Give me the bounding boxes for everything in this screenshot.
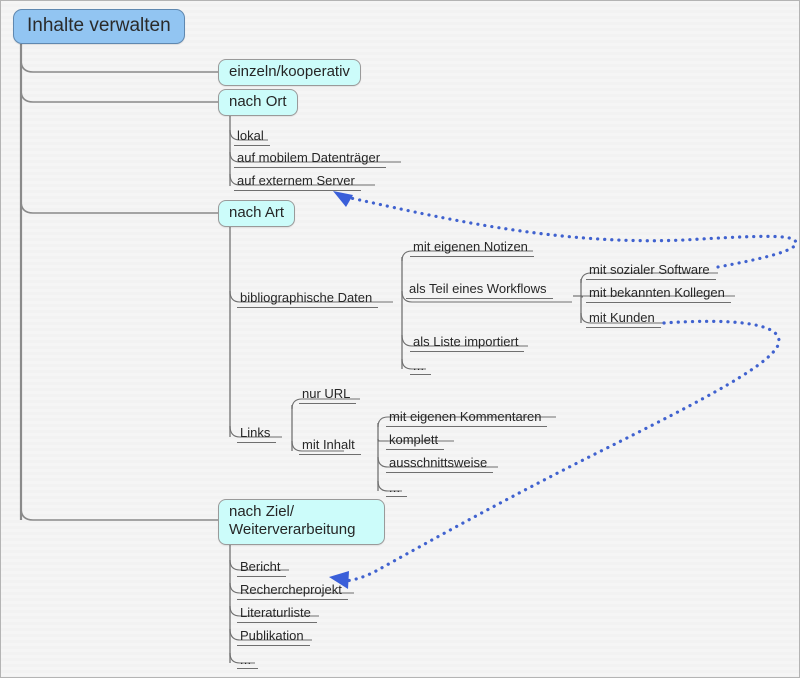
leaf-mit-eigenen-kommentaren[interactable]: mit eigenen Kommentaren bbox=[386, 409, 548, 427]
leaf-literaturliste[interactable]: Literaturliste bbox=[237, 605, 317, 623]
leaf-mit-bekannten-kollegen[interactable]: mit bekannten Kollegen bbox=[586, 285, 731, 303]
leaf-mit-sozialer-software[interactable]: mit sozialer Software bbox=[586, 262, 716, 280]
cross-link-software-to-server bbox=[333, 191, 798, 269]
leaf-als-liste-importiert[interactable]: als Liste importiert bbox=[410, 334, 525, 352]
leaf-lokal[interactable]: lokal bbox=[234, 128, 270, 146]
leaf-nach-ziel-ellipsis[interactable]: ... bbox=[237, 653, 258, 669]
leaf-mit-inhalt[interactable]: mit Inhalt bbox=[299, 437, 361, 455]
leaf-mit-eigenen-notizen[interactable]: mit eigenen Notizen bbox=[410, 239, 534, 257]
leaf-nur-url[interactable]: nur URL bbox=[299, 386, 357, 404]
leaf-links[interactable]: Links bbox=[237, 425, 277, 443]
leaf-rechercheprojekt[interactable]: Rechercheprojekt bbox=[237, 582, 348, 600]
leaf-bibliographische-daten[interactable]: bibliographische Daten bbox=[237, 290, 379, 308]
branch-nach-art[interactable]: nach Art bbox=[218, 200, 296, 228]
leaf-ausschnittsweise[interactable]: ausschnittsweise bbox=[386, 455, 494, 473]
leaf-komplett[interactable]: komplett bbox=[386, 432, 445, 450]
leaf-auf-mobilem-datentraeger[interactable]: auf mobilem Datenträger bbox=[234, 150, 387, 168]
branch-nach-ort[interactable]: nach Ort bbox=[218, 89, 298, 117]
leaf-als-teil-eines-workflows[interactable]: als Teil eines Workflows bbox=[406, 281, 553, 299]
leaf-mit-inhalt-ellipsis[interactable]: ... bbox=[386, 481, 407, 497]
leaf-bericht[interactable]: Bericht bbox=[237, 559, 287, 577]
leaf-publikation[interactable]: Publikation bbox=[237, 628, 310, 646]
branch-einzeln-kooperativ[interactable]: einzeln/kooperativ bbox=[218, 59, 361, 87]
branch-nach-ziel-weiterverarbeitung[interactable]: nach Ziel/ Weiterverarbeitung bbox=[218, 499, 385, 545]
leaf-auf-externem-server[interactable]: auf externem Server bbox=[234, 173, 361, 191]
leaf-mit-kunden[interactable]: mit Kunden bbox=[586, 310, 661, 328]
leaf-bib-ellipsis[interactable]: ... bbox=[410, 359, 431, 375]
root-node[interactable]: Inhalte verwalten bbox=[13, 9, 185, 44]
